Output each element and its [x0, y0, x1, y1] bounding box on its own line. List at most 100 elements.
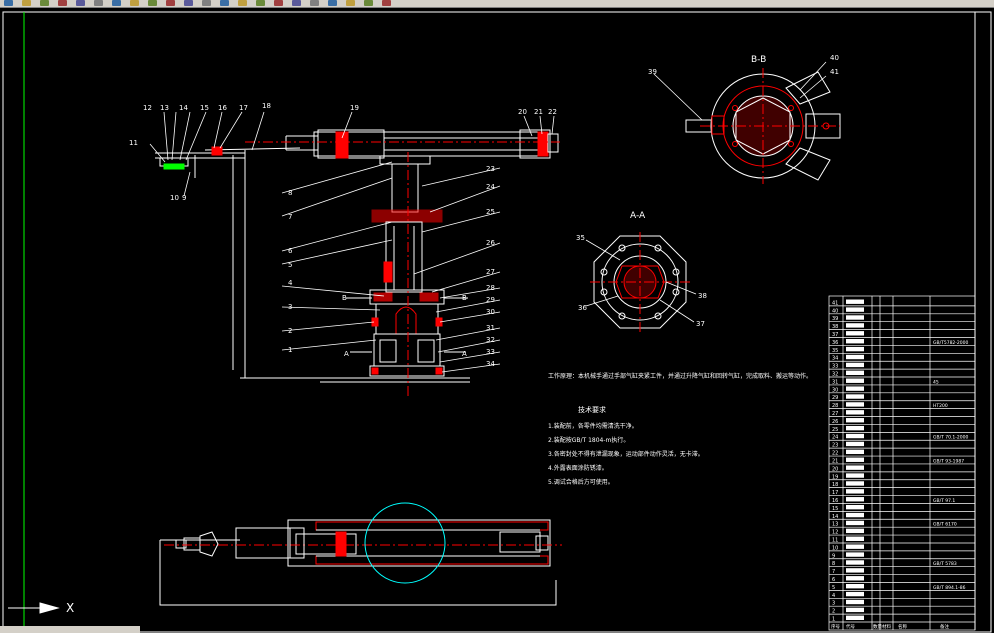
bom-row-number: 4: [832, 593, 835, 599]
technical-notes: 工作原理：本机械手通过手部气缸夹紧工件，并通过升降气缸和回转气缸，完成取料、搬运…: [548, 372, 812, 486]
svg-text:3: 3: [288, 303, 292, 311]
bom-footer-label: 数量: [873, 623, 882, 630]
bom-row-number: 31: [832, 379, 838, 385]
bom-part-code: [846, 307, 864, 312]
cad-drawing-canvas[interactable]: 8 7 6 5 4 3 2 1 23 24 25 26 27 28 29 30 …: [0, 7, 994, 633]
section-bb-labels: 39 40 41: [648, 54, 839, 76]
pan-icon[interactable]: [184, 0, 193, 6]
bom-row-number: 16: [832, 498, 838, 504]
front-view-labels: 8 7 6 5 4 3 2 1 23 24 25 26 27 28 29 30 …: [129, 102, 557, 368]
leader-lines: [149, 111, 555, 373]
preview-icon[interactable]: [58, 0, 67, 6]
sheet-set-icon[interactable]: [310, 0, 319, 6]
bom-part-code: [846, 410, 864, 415]
bom-row-number: 9: [832, 553, 835, 559]
zoom-realtime-icon[interactable]: [202, 0, 211, 6]
bom-row-number: 37: [832, 332, 838, 338]
bom-footer-label: 备注: [940, 623, 949, 630]
svg-text:38: 38: [698, 292, 707, 300]
bom-part-code: [846, 346, 864, 352]
svg-text:18: 18: [262, 102, 271, 110]
cut-icon[interactable]: [76, 0, 85, 6]
svg-text:11: 11: [129, 139, 138, 147]
tool-palette-icon[interactable]: [292, 0, 301, 6]
svg-text:X: X: [66, 601, 74, 615]
bom-standard: GB/T 894.1-86: [933, 585, 966, 591]
svg-text:2.装配按GB/T 1804-m执行。: 2.装配按GB/T 1804-m执行。: [548, 436, 629, 444]
undo-icon[interactable]: [148, 0, 157, 6]
svg-text:39: 39: [648, 68, 657, 76]
bom-footer-label: 代号: [846, 623, 855, 630]
bom-row-number: 33: [832, 364, 838, 370]
svg-text:34: 34: [486, 360, 495, 368]
print-icon[interactable]: [40, 0, 49, 6]
svg-text:10: 10: [170, 194, 179, 202]
svg-text:A-A: A-A: [630, 211, 646, 221]
bom-part-code: [846, 512, 864, 518]
bom-row-number: 34: [832, 356, 838, 362]
help-icon[interactable]: [364, 0, 373, 6]
bom-row-number: 21: [832, 458, 838, 464]
bom-part-code: [846, 394, 864, 399]
bom-row-number: 15: [832, 506, 838, 512]
bom-part-code: [846, 552, 864, 557]
bom-part-code: [846, 591, 864, 597]
bom-part-code: [846, 528, 864, 534]
svg-text:22: 22: [548, 108, 557, 116]
bom-row-number: 6: [832, 577, 835, 583]
bom-part-code: [846, 607, 864, 613]
bom-row-number: 8: [832, 561, 835, 567]
bom-footer-label: 序号: [831, 623, 840, 630]
zoom-previous-icon[interactable]: [238, 0, 247, 6]
bom-part-code: [846, 568, 864, 573]
redo-icon[interactable]: [166, 0, 175, 6]
bom-standard: GB/T 5783: [933, 561, 957, 567]
bom-row-number: 27: [832, 411, 838, 417]
bom-part-code: [846, 497, 864, 502]
bom-row-number: 2: [832, 609, 835, 615]
open-icon[interactable]: [4, 0, 13, 6]
bom-row-number: 41: [832, 300, 838, 306]
svg-text:B: B: [462, 294, 467, 302]
bom-part-code: [846, 489, 864, 494]
svg-text:27: 27: [486, 268, 495, 276]
bom-row-number: 28: [832, 403, 838, 409]
bom-standard: GB/T 97.1: [933, 498, 955, 504]
save-icon[interactable]: [22, 0, 31, 6]
bom-row-number: 11: [832, 537, 838, 543]
svg-text:14: 14: [179, 104, 188, 112]
calc-icon[interactable]: [346, 0, 355, 6]
svg-text:5.调试合格后方可使用。: 5.调试合格后方可使用。: [548, 478, 614, 486]
match-icon[interactable]: [130, 0, 139, 6]
svg-text:35: 35: [576, 234, 585, 242]
markup-icon[interactable]: [328, 0, 337, 6]
bom-part-code: [846, 481, 864, 486]
design-center-icon[interactable]: [274, 0, 283, 6]
bom-part-code: [846, 536, 864, 541]
svg-text:B-B: B-B: [751, 55, 766, 65]
layer-icon[interactable]: [382, 0, 391, 6]
svg-text:23: 23: [486, 165, 495, 173]
paste-icon[interactable]: [112, 0, 121, 6]
zoom-window-icon[interactable]: [220, 0, 229, 6]
bom-row-number: 35: [832, 348, 838, 354]
bom-row-number: 17: [832, 490, 838, 496]
svg-text:6: 6: [288, 247, 293, 255]
svg-text:A: A: [462, 350, 467, 358]
bom-table: 4140393837363534333231302928272625242322…: [828, 295, 976, 631]
bom-row-number: 29: [832, 395, 838, 401]
svg-text:41: 41: [830, 68, 839, 76]
svg-text:31: 31: [486, 324, 495, 332]
svg-text:4: 4: [288, 279, 293, 287]
bom-part-code: [846, 441, 864, 447]
bom-row-number: 24: [832, 435, 838, 441]
bom-row-number: 39: [832, 316, 838, 322]
bom-standard: GB/T 70.1-2000: [933, 435, 969, 441]
bom-row-number: 30: [832, 387, 838, 393]
ucs-icon: X: [8, 601, 74, 615]
svg-text:15: 15: [200, 104, 209, 112]
svg-text:7: 7: [288, 213, 292, 221]
copy-icon[interactable]: [94, 0, 103, 6]
bom-row-number: 3: [832, 601, 835, 607]
properties-icon[interactable]: [256, 0, 265, 6]
